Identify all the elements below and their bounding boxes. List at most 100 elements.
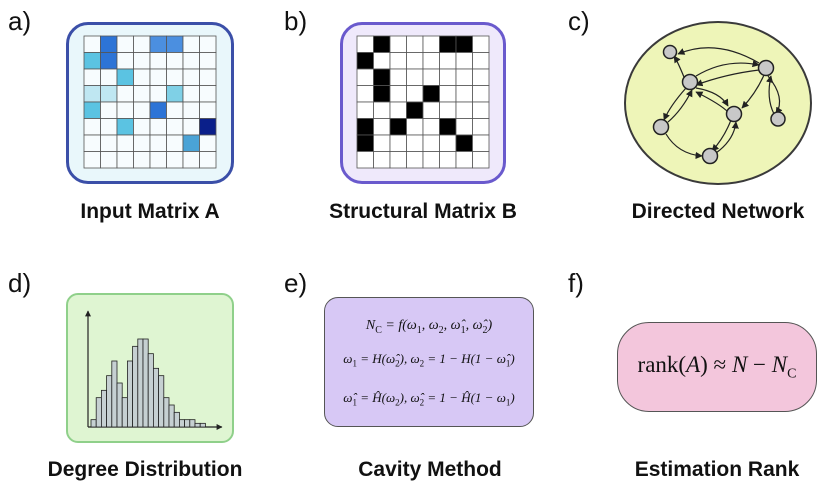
matrix-b-cell: [439, 35, 457, 53]
matrix-b-cell: [356, 35, 374, 53]
histogram-bar: [132, 345, 139, 428]
matrix-a-cell: [199, 151, 217, 169]
network-node: [662, 44, 678, 60]
network-edge: [695, 87, 729, 107]
matrix-a-cell: [83, 118, 101, 136]
matrix-a-cell: [116, 101, 134, 119]
matrix-b-cell: [472, 85, 490, 103]
panel-title-e: Cavity Method: [358, 458, 502, 481]
matrix-a-cell: [166, 101, 184, 119]
network-edge: [695, 60, 760, 77]
histogram-bar: [163, 397, 170, 428]
matrix-b-cell: [472, 118, 490, 136]
histogram-bar: [189, 419, 196, 428]
matrix-a-cell: [149, 101, 167, 119]
matrix-b-cell: [455, 85, 473, 103]
histogram-bar: [127, 360, 134, 428]
matrix-a-cell: [100, 68, 118, 86]
matrix-a-cell: [149, 134, 167, 152]
histogram-bar: [90, 419, 97, 428]
matrix-a-cell: [100, 52, 118, 70]
matrix-b-cell: [406, 68, 424, 86]
matrix-b-cell: [406, 85, 424, 103]
histogram-bar: [184, 419, 191, 428]
matrix-a-cell: [133, 85, 151, 103]
matrix-a-cell: [199, 52, 217, 70]
matrix-b-cell: [422, 52, 440, 70]
histogram-bar: [147, 353, 154, 428]
matrix-b-cell: [406, 118, 424, 136]
matrix-b-cell: [356, 118, 374, 136]
matrix-b-cell: [356, 134, 374, 152]
network-node: [725, 105, 743, 123]
matrix-b-cell: [389, 151, 407, 169]
matrix-b-cell: [472, 151, 490, 169]
matrix-b-cell: [373, 101, 391, 119]
equation-nc: NC = f(ω1, ω2, ω̂1, ω̂2): [365, 318, 493, 336]
network-background: [624, 21, 812, 185]
matrix-b-cell: [455, 52, 473, 70]
network-edge: [663, 87, 687, 121]
histogram-bar: [95, 397, 102, 428]
matrix-b-cell: [422, 35, 440, 53]
matrix-a-cell: [149, 35, 167, 53]
matrix-a-cell: [83, 85, 101, 103]
matrix-a-cell: [116, 85, 134, 103]
matrix-a-cell: [166, 68, 184, 86]
matrix-b-cell: [356, 52, 374, 70]
matrix-b-cell: [439, 85, 457, 103]
panel-label-e: e): [284, 268, 308, 298]
matrix-b-cell: [472, 134, 490, 152]
matrix-a-cell: [182, 151, 200, 169]
degree-distribution-panel: [66, 293, 234, 443]
histogram-bar: [179, 419, 186, 428]
matrix-b-cell: [422, 151, 440, 169]
matrix-a-cell: [166, 118, 184, 136]
matrix-b-cell: [373, 35, 391, 53]
matrix-b-cell: [439, 101, 457, 119]
matrix-a-cell: [116, 151, 134, 169]
matrix-b-cell: [406, 52, 424, 70]
matrix-a-cell: [199, 35, 217, 53]
matrix-b-cell: [406, 134, 424, 152]
network-edge: [741, 74, 765, 109]
matrix-b-cell: [422, 101, 440, 119]
input-matrix-grid: [83, 35, 217, 169]
matrix-a-cell: [116, 68, 134, 86]
network-edge: [677, 47, 760, 64]
matrix-a-cell: [149, 68, 167, 86]
matrix-b-cell: [389, 118, 407, 136]
matrix-a-cell: [182, 68, 200, 86]
matrix-b-cell: [356, 68, 374, 86]
matrix-b-cell: [422, 68, 440, 86]
matrix-a-cell: [199, 118, 217, 136]
panel-label-a: a): [8, 6, 32, 36]
matrix-b-cell: [389, 85, 407, 103]
matrix-a-cell: [100, 134, 118, 152]
matrix-a-cell: [199, 101, 217, 119]
panel-title-b: Structural Matrix B: [329, 200, 517, 223]
matrix-a-cell: [199, 68, 217, 86]
directed-network: [624, 21, 812, 185]
matrix-a-cell: [133, 151, 151, 169]
histogram-bar: [173, 411, 180, 428]
network-node: [701, 147, 719, 165]
matrix-a-cell: [133, 118, 151, 136]
matrix-b-cell: [472, 35, 490, 53]
matrix-b-cell: [439, 151, 457, 169]
equation-omega-hat: ω̂1 = Ĥ(ω2), ω̂2 = 1 − Ĥ(1 − ω1): [343, 390, 515, 408]
matrix-a-cell: [100, 151, 118, 169]
matrix-b-cell: [389, 52, 407, 70]
panel-label-b: b): [284, 6, 308, 36]
histogram-bar: [137, 338, 144, 428]
degree-histogram: [85, 310, 223, 430]
equation-omega: ω1 = H(ω̂2), ω2 = 1 − H(1 − ω̂1): [343, 351, 515, 369]
matrix-b-cell: [406, 35, 424, 53]
panel-label-f: f): [568, 268, 584, 298]
matrix-a-cell: [83, 151, 101, 169]
matrix-a-cell: [166, 52, 184, 70]
matrix-a-cell: [100, 85, 118, 103]
panel-title-d: Degree Distribution: [47, 458, 243, 481]
matrix-b-cell: [406, 101, 424, 119]
network-edge: [667, 89, 693, 123]
